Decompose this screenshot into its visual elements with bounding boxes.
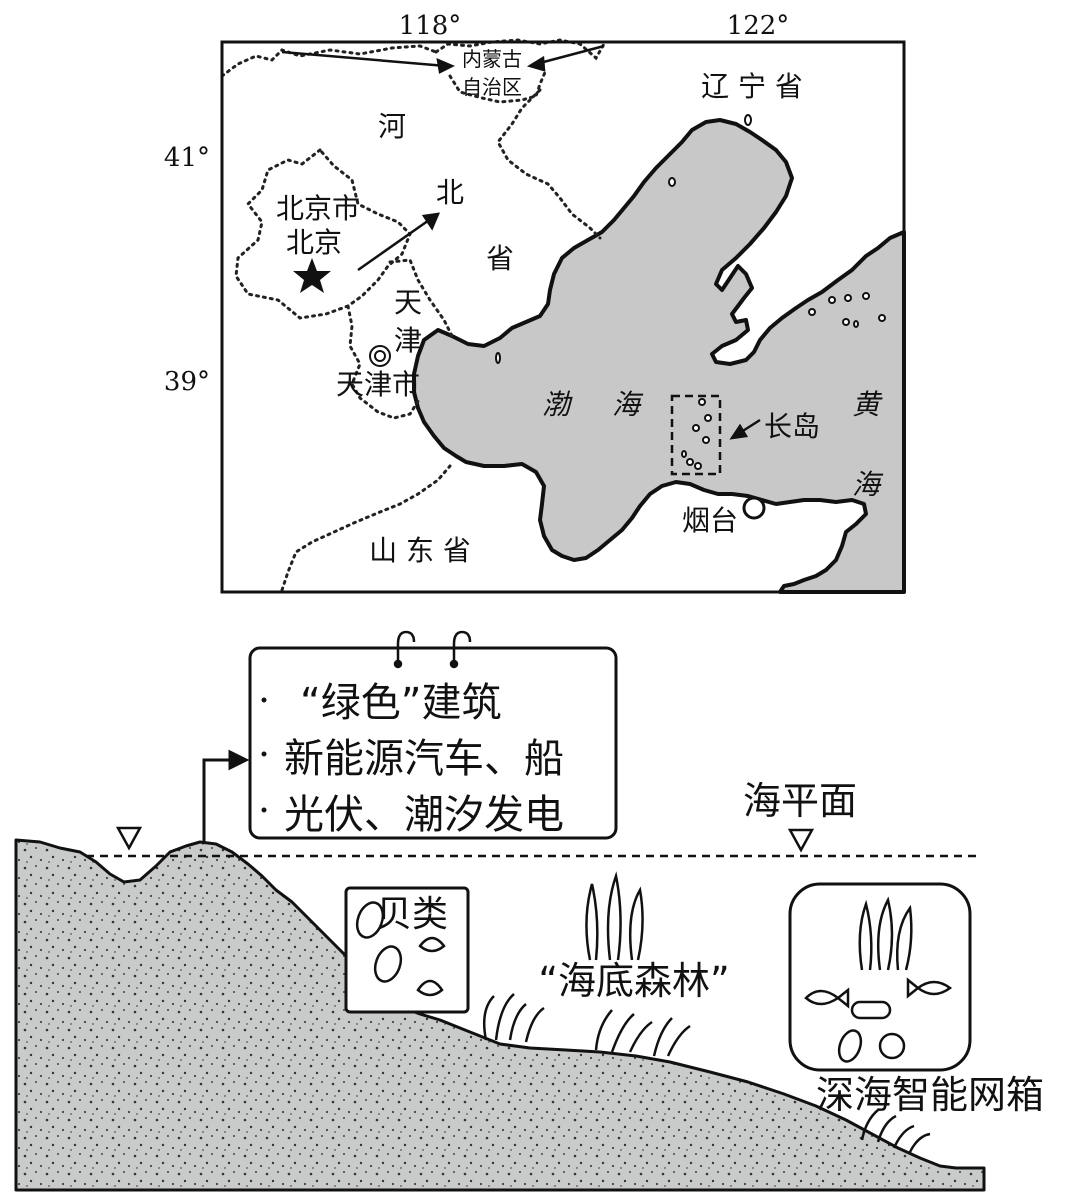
board-bullets	[261, 697, 267, 813]
water-level-marker-icon	[115, 826, 143, 851]
label-changdao: 长岛	[764, 410, 820, 443]
province-boundaries	[220, 38, 606, 592]
changdao-box	[670, 394, 722, 476]
shellfish-label: 贝类	[376, 894, 448, 935]
seafloor-forest-label: “海底森林”	[538, 959, 729, 1003]
map-arrows	[281, 44, 761, 440]
cage-kelp-icon	[858, 896, 913, 971]
latitude-label-41: 41°	[164, 143, 210, 173]
latitude-label-39: 39°	[164, 367, 210, 397]
tianjin-symbol-icon	[369, 345, 391, 367]
label-hebei-1: 河	[378, 110, 406, 143]
label-bohai-1: 渤	[542, 388, 573, 421]
label-bohai-2: 海	[612, 388, 644, 421]
islands	[495, 114, 886, 470]
notice-item-green-building: “绿色”建筑	[300, 680, 501, 726]
label-tianjin-city: 天津市	[336, 368, 420, 401]
board-arrow	[202, 749, 250, 842]
notice-item-new-energy-vehicles: 新能源汽车、船	[284, 736, 564, 782]
notice-board	[248, 646, 618, 840]
label-hebei-2: 北	[436, 176, 464, 209]
sea-level-marker-icon	[787, 828, 815, 853]
cross-section-diagram: 海平面 “绿色”建筑 新能源汽车、船 光伏、潮汐发电 贝类	[14, 630, 1044, 1192]
label-shandong: 山 东 省	[369, 534, 471, 567]
label-yantai: 烟台	[682, 504, 738, 537]
seaweed-icon	[483, 993, 931, 1153]
regional-map: 118° 122° 41° 39° 内蒙古 自治区 辽 宁 省 河 北 省 北京…	[164, 11, 906, 594]
beijing-star-icon	[293, 258, 331, 293]
label-beijing-city: 北京市	[276, 192, 360, 225]
longitude-label-122: 122°	[727, 11, 790, 41]
label-neimenggu-1: 内蒙古	[462, 47, 522, 71]
kelp-icon	[585, 871, 644, 961]
sea-area	[412, 118, 906, 594]
label-huanghai-2: 海	[852, 468, 884, 501]
label-tianjin-1: 天	[394, 286, 422, 319]
label-huanghai-1: 黄	[852, 388, 883, 421]
notice-item-solar-tidal-power: 光伏、潮汐发电	[284, 792, 564, 838]
label-liaoning: 辽 宁 省	[701, 70, 803, 103]
label-neimenggu-2: 自治区	[462, 75, 522, 99]
sea-level-label: 海平面	[743, 779, 857, 823]
board-rings	[393, 630, 472, 669]
longitude-label-118: 118°	[399, 11, 462, 41]
label-beijing: 北京	[286, 226, 342, 259]
label-tianjin-2: 津	[394, 324, 422, 357]
yantai-symbol-icon	[742, 496, 766, 520]
map-frame	[220, 40, 906, 594]
smart-cage-box	[788, 882, 972, 1072]
shellfish-icon	[355, 901, 446, 997]
fish-icon	[804, 977, 953, 1063]
smart-cage-label: 深海智能网箱	[816, 1073, 1044, 1117]
label-hebei-3: 省	[486, 242, 514, 275]
